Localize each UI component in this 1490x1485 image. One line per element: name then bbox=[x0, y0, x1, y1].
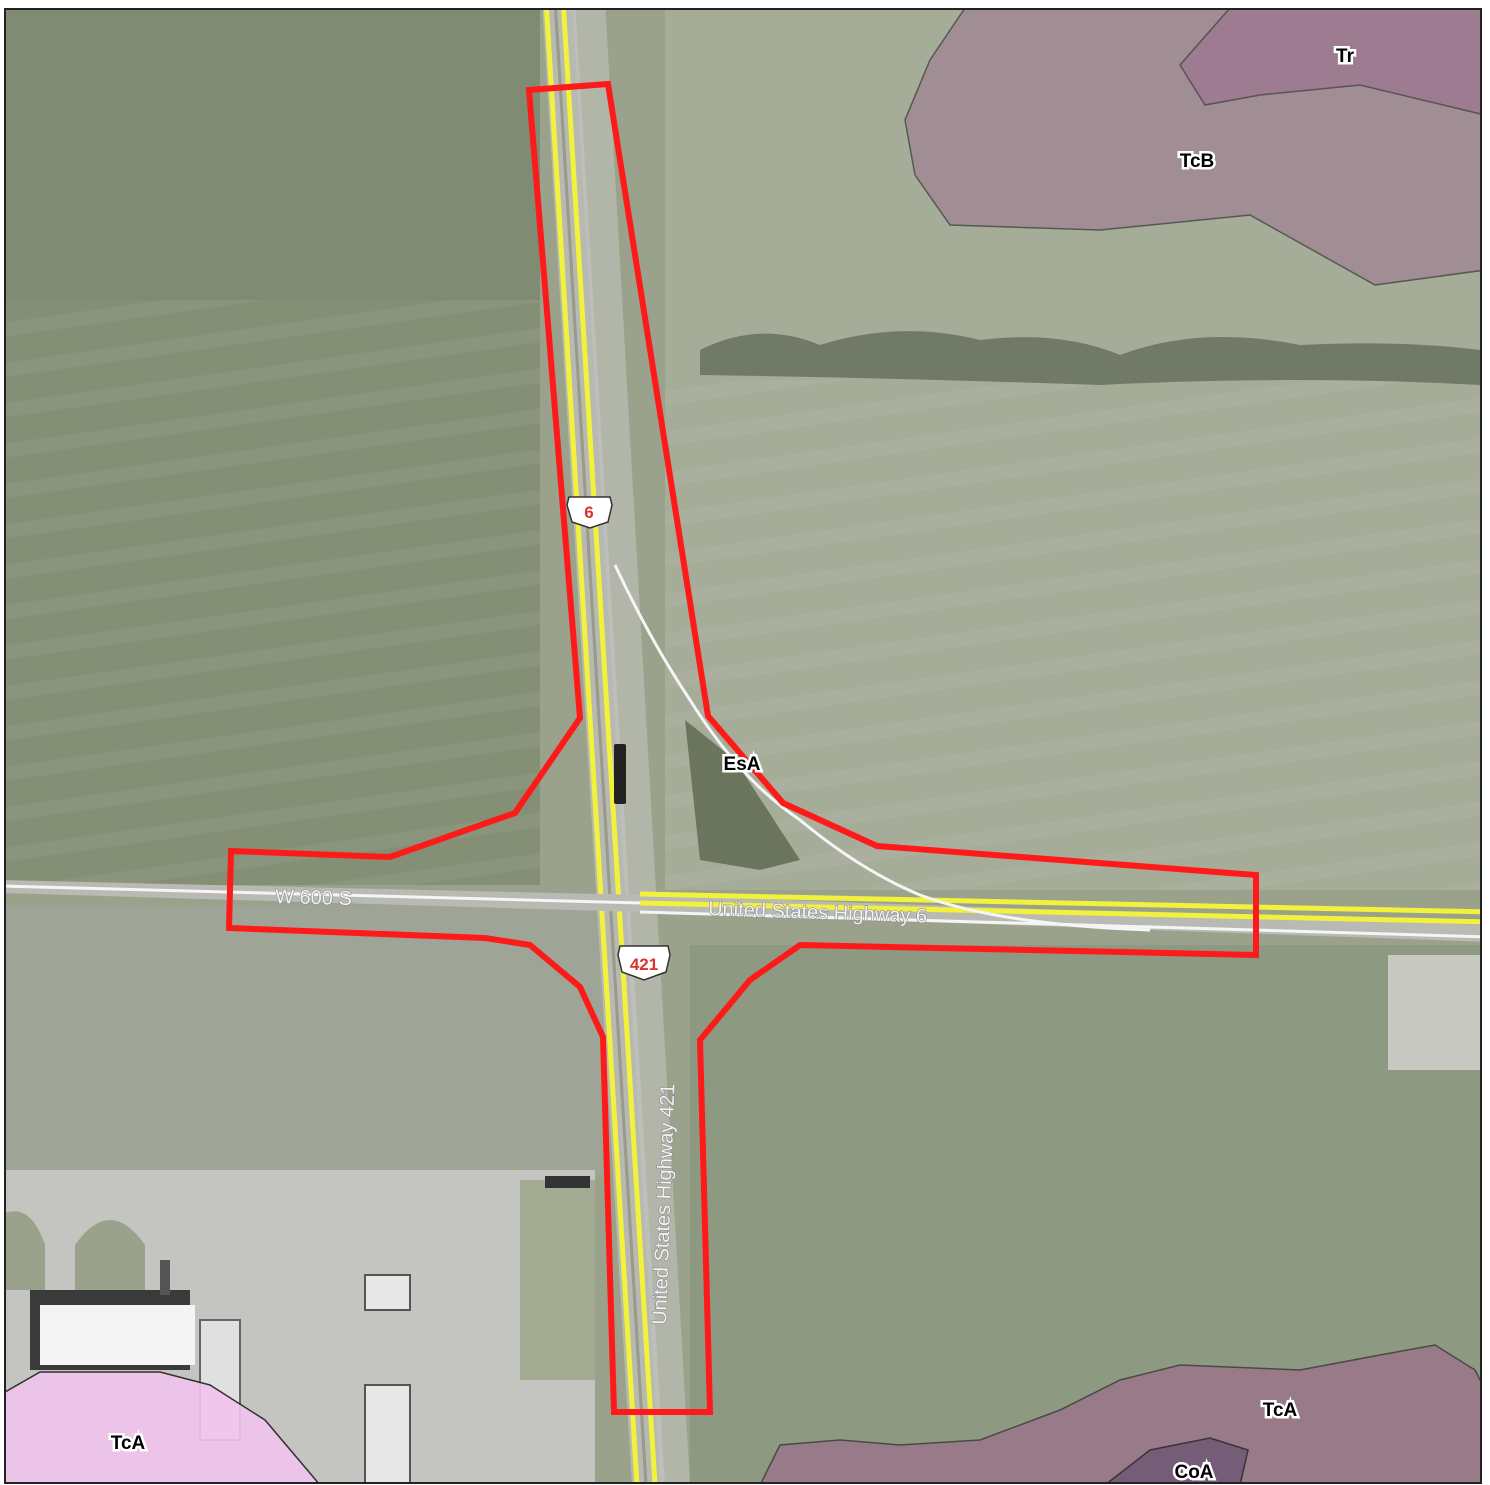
map-frame bbox=[4, 8, 1482, 1484]
soil-polygon-tca-west[interactable] bbox=[0, 1371, 320, 1485]
road-us-421-centerline bbox=[561, 10, 658, 1482]
soil-label-tr: Tr bbox=[1336, 46, 1355, 67]
soil-polygon-coa[interactable] bbox=[1105, 1437, 1249, 1485]
soil-label-tcb: TcB bbox=[1180, 151, 1214, 172]
us-route-shield-421: 421 bbox=[617, 945, 671, 981]
concrete-pad bbox=[1388, 955, 1480, 1070]
trailers bbox=[364, 1384, 411, 1482]
field-nw-stripes bbox=[6, 300, 540, 885]
road-us-421-frontage bbox=[572, 10, 690, 1482]
treeline bbox=[700, 331, 1480, 385]
building bbox=[160, 1260, 170, 1295]
shield-6-number: 6 bbox=[584, 503, 593, 522]
soil-polygon-tca-east[interactable] bbox=[760, 1344, 1485, 1485]
road-us-6-centerline bbox=[639, 891, 1480, 915]
lot-arch bbox=[6, 1211, 45, 1290]
project-boundary[interactable] bbox=[225, 80, 1259, 1415]
truck bbox=[545, 1176, 590, 1188]
road-us-421-centerline bbox=[544, 10, 640, 1482]
soil-label-tca-east: TcA bbox=[1263, 1400, 1298, 1421]
shield-421-number: 421 bbox=[630, 955, 658, 974]
soil-label-esa: EsA bbox=[724, 754, 761, 775]
soil-polygon-tr[interactable] bbox=[1179, 8, 1485, 115]
field-ne-stripes bbox=[665, 380, 1480, 890]
trailers bbox=[364, 1274, 411, 1311]
small-road-sign bbox=[614, 744, 626, 804]
lot-arch bbox=[75, 1220, 145, 1290]
road-us-6-centerline bbox=[639, 900, 1480, 925]
us-route-shield-6: 6 bbox=[566, 496, 613, 529]
lot-grass bbox=[520, 1180, 595, 1380]
soil-label-coa: CoA bbox=[1174, 1462, 1213, 1483]
road-label-w-600-s: W 600 S bbox=[275, 886, 352, 910]
ramp-line bbox=[613, 564, 1151, 932]
building bbox=[40, 1305, 195, 1365]
median-vegetation bbox=[685, 720, 800, 870]
field-nw-top bbox=[6, 10, 540, 300]
road-us-421-centerline bbox=[554, 10, 648, 1482]
soil-label-tca-west: TcA bbox=[111, 1433, 146, 1454]
field-sw bbox=[6, 905, 610, 1175]
road-w-600-s-line bbox=[6, 884, 641, 905]
